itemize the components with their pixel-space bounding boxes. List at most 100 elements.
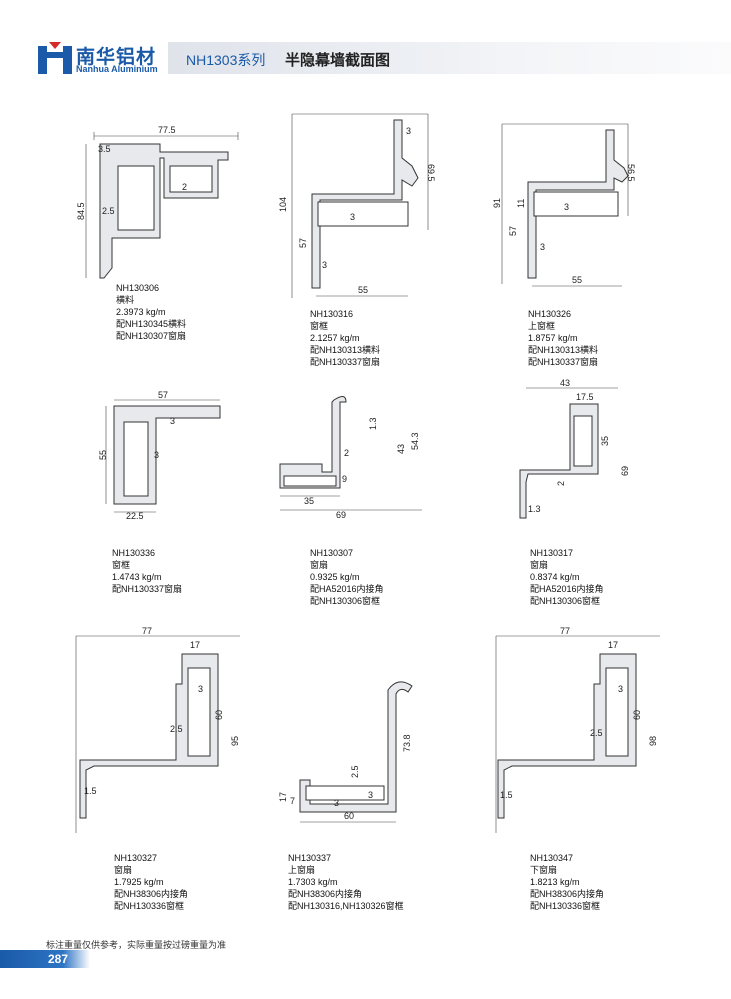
profile-caption-nh130306: NH130306 横料 2.3973 kg/m 配NH130345横料 配NH1… <box>116 282 186 342</box>
brand-name-en: Nanhua Aluminium <box>76 64 158 74</box>
profile-diagram-nh130317: 43 17.5 9 35 69 2 1.3 <box>512 378 642 528</box>
header-band <box>168 42 731 74</box>
dim-label: 3.5 <box>98 144 111 154</box>
dim-label: 2.5 <box>350 765 360 778</box>
profile-note: 配NH130313横料 <box>528 345 599 355</box>
profile-diagram-nh130337: 73.8 2.5 3 17 7 3 60 <box>276 676 436 826</box>
dim-label: 1.5 <box>84 786 97 796</box>
dim-label: 2 <box>344 448 349 458</box>
profile-diagram-nh130316: 104 3 69.5 57 3 3 55 <box>278 110 448 300</box>
dim-label: 3 <box>170 416 175 426</box>
profile-note: 配HA52016内接角 <box>310 584 384 594</box>
dim-label: 3 <box>198 684 203 694</box>
dim-label: 17.5 <box>576 392 594 402</box>
page-number-bar <box>0 950 90 968</box>
dim-label: 17 <box>278 792 288 802</box>
profile-weight: 1.4743 kg/m <box>112 572 162 582</box>
profile-name: 上窗扇 <box>288 865 316 875</box>
profile-code: NH130317 <box>530 548 574 558</box>
dim-label: 57 <box>298 238 308 248</box>
dim-label: 98 <box>648 736 658 746</box>
dim-label: 2.5 <box>170 724 183 734</box>
dim-label: 2 <box>182 182 187 192</box>
dim-label: 77 <box>142 626 152 636</box>
profile-diagram-nh130307: 1.3 43 54.3 2 9 35 69 <box>274 392 434 522</box>
dim-label: 3 <box>334 798 339 808</box>
dim-label: 69.5 <box>426 164 436 182</box>
dim-label: 60 <box>632 710 642 720</box>
profile-note: 配HA52016内接角 <box>530 584 604 594</box>
dim-label: 22.5 <box>126 511 144 521</box>
dim-label: 43 <box>396 444 406 454</box>
dim-label: 9 <box>342 474 347 484</box>
profile-caption-nh130307: NH130307 窗扇 0.9325 kg/m 配HA52016内接角 配NH1… <box>310 547 384 607</box>
dim-label: 2 <box>556 481 566 486</box>
dim-label: 3 <box>322 260 327 270</box>
profile-note: 配NH38306内接角 <box>114 889 189 899</box>
dim-label: 3 <box>564 202 569 212</box>
profile-caption-nh130327: NH130327 窗扇 1.7925 kg/m 配NH38306内接角 配NH1… <box>114 852 188 912</box>
dim-label: 77 <box>560 626 570 636</box>
dim-label: 3 <box>540 242 545 252</box>
dim-label: 3 <box>406 126 411 136</box>
profile-code: NH130337 <box>288 853 332 863</box>
profile-name: 窗扇 <box>530 560 549 570</box>
profile-name: 上窗框 <box>528 321 556 331</box>
profile-diagram-nh130326: 91 56.5 11 3 57 3 55 <box>488 120 658 300</box>
dim-label: 57 <box>158 390 168 400</box>
profile-name: 窗扇 <box>114 865 133 875</box>
weight-disclaimer: 标注重量仅供参考，实际重量按过磅重量为准 <box>46 940 227 950</box>
dim-label: 55 <box>98 450 108 460</box>
profile-note: 配NH130306窗框 <box>310 596 381 606</box>
profile-code: NH130326 <box>528 309 572 319</box>
profile-note: 配NH130336窗框 <box>114 901 185 911</box>
dim-label: 11 <box>516 199 526 208</box>
dim-label: 3 <box>618 684 623 694</box>
profile-note: 配NH38306内接角 <box>288 889 363 899</box>
profile-note: 配NH38306内接角 <box>530 889 605 899</box>
dim-label: 77.5 <box>158 125 176 135</box>
series-label: NH1303系列 <box>186 52 266 68</box>
profile-weight: 2.3973 kg/m <box>116 307 166 317</box>
profile-diagram-nh130347: 77 17 7 3 60 98 2.5 1.5 <box>484 626 674 840</box>
profile-name: 下窗扇 <box>530 865 558 875</box>
dim-label: 17 <box>608 640 618 650</box>
page-title: 半隐幕墙截面图 <box>285 52 391 69</box>
dim-label: 17 <box>190 640 200 650</box>
profile-caption-nh130337: NH130337 上窗扇 1.7303 kg/m 配NH38306内接角 配NH… <box>288 852 404 912</box>
dim-label: 3 <box>350 212 355 222</box>
dim-label: 3 <box>368 790 373 800</box>
nanhua-logo-icon <box>38 42 72 74</box>
profile-caption-nh130317: NH130317 窗扇 0.8374 kg/m 配HA52016内接角 配NH1… <box>530 547 604 607</box>
dim-label: 43 <box>560 378 570 388</box>
profile-caption-nh130347: NH130347 下窗扇 1.8213 kg/m 配NH38306内接角 配NH… <box>530 852 604 912</box>
profile-caption-nh130336: NH130336 窗框 1.4743 kg/m 配NH130337窗扇 <box>112 547 182 595</box>
dim-label: 69 <box>336 510 346 520</box>
profile-caption-nh130316: NH130316 窗框 2.1257 kg/m 配NH130313横料 配NH1… <box>310 308 380 368</box>
profile-name: 窗框 <box>310 321 329 331</box>
dim-label: 35 <box>304 496 314 506</box>
profile-name: 横料 <box>116 295 135 305</box>
profile-note: 配NH130306窗框 <box>530 596 601 606</box>
profile-weight: 1.7925 kg/m <box>114 877 164 887</box>
dim-label: 55 <box>358 285 368 295</box>
profile-name: 窗框 <box>112 560 131 570</box>
page-number: 287 <box>48 952 69 966</box>
dim-label: 1.5 <box>500 790 513 800</box>
page-number-tab: 287 <box>0 950 90 968</box>
profile-diagram-nh130336: 57 3 55 3 22.5 <box>92 390 232 527</box>
dim-label: 60 <box>214 710 224 720</box>
dim-label: 1.3 <box>368 417 378 430</box>
dim-label: 3 <box>154 450 159 460</box>
dim-label: 60 <box>344 811 354 821</box>
dim-label: 2.5 <box>102 206 115 216</box>
profile-weight: 0.9325 kg/m <box>310 572 360 582</box>
dim-label: 55 <box>572 275 582 285</box>
profile-code: NH130347 <box>530 853 574 863</box>
dim-label: 54.3 <box>410 432 420 450</box>
profile-code: NH130336 <box>112 548 156 558</box>
dim-label: 84.5 <box>76 202 86 220</box>
dim-label: 73.8 <box>402 734 412 752</box>
profile-note: 配NH130316,NH130326窗框 <box>288 901 404 911</box>
